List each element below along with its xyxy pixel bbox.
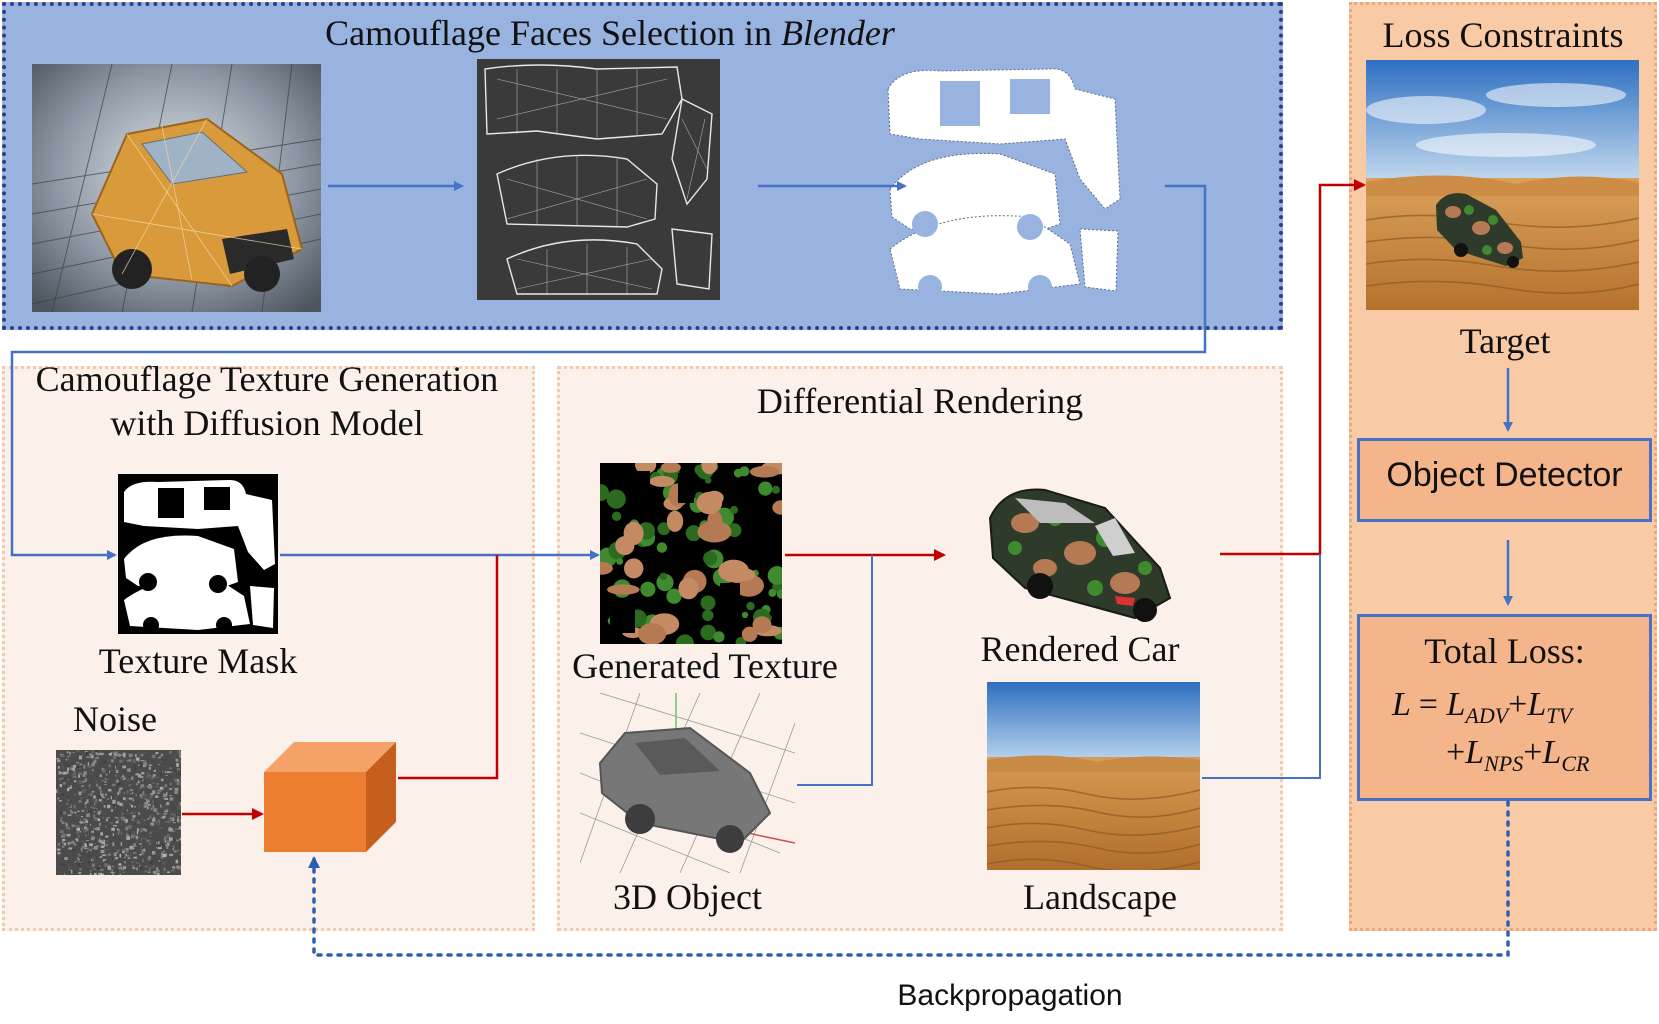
- target-label: Target: [1459, 321, 1551, 361]
- blender-car-viewport-image: [32, 64, 321, 312]
- generated-texture-label: Generated Texture: [572, 646, 838, 686]
- object-label: 3D Object: [613, 877, 762, 917]
- object-detector-box: [1357, 438, 1652, 522]
- rendered-car-label: Rendered Car: [980, 629, 1180, 669]
- total-loss-label: Total Loss:: [1424, 631, 1585, 671]
- loss-panel-title: Loss Constraints: [1382, 15, 1624, 55]
- diffusion-panel-title-line1: Camouflage Texture Generation: [35, 359, 499, 399]
- loss-equation-line1: L = LADV+LTV: [1392, 686, 1572, 728]
- rendered-car-image: [985, 478, 1175, 628]
- texture-mask-image: [118, 474, 278, 634]
- target-image: [1366, 60, 1639, 310]
- generated-texture-image: [600, 463, 782, 644]
- landscape-label: Landscape: [1023, 877, 1177, 917]
- desert-landscape-image: [987, 682, 1200, 870]
- texture-mask-label: Texture Mask: [98, 641, 298, 681]
- total-loss-box: [1357, 614, 1652, 801]
- rendering-panel-title: Differential Rendering: [756, 381, 1084, 421]
- blender-panel-title: Camouflage Faces Selection in Blender: [325, 13, 895, 53]
- gray-car-3d-object-image: [580, 693, 795, 873]
- orange-cube-icon: [262, 738, 398, 854]
- diffusion-panel-title-line2: with Diffusion Model: [110, 403, 424, 443]
- selected-faces-mask-image: [880, 59, 1122, 300]
- uv-wireframe-image: [477, 59, 720, 300]
- noise-image: [56, 750, 181, 875]
- backpropagation-label: Backpropagation: [897, 979, 1123, 1012]
- noise-label: Noise: [73, 699, 157, 739]
- loss-equation-line2: +LNPS+LCR: [1446, 734, 1590, 776]
- object-detector-label: Object Detector: [1386, 456, 1623, 494]
